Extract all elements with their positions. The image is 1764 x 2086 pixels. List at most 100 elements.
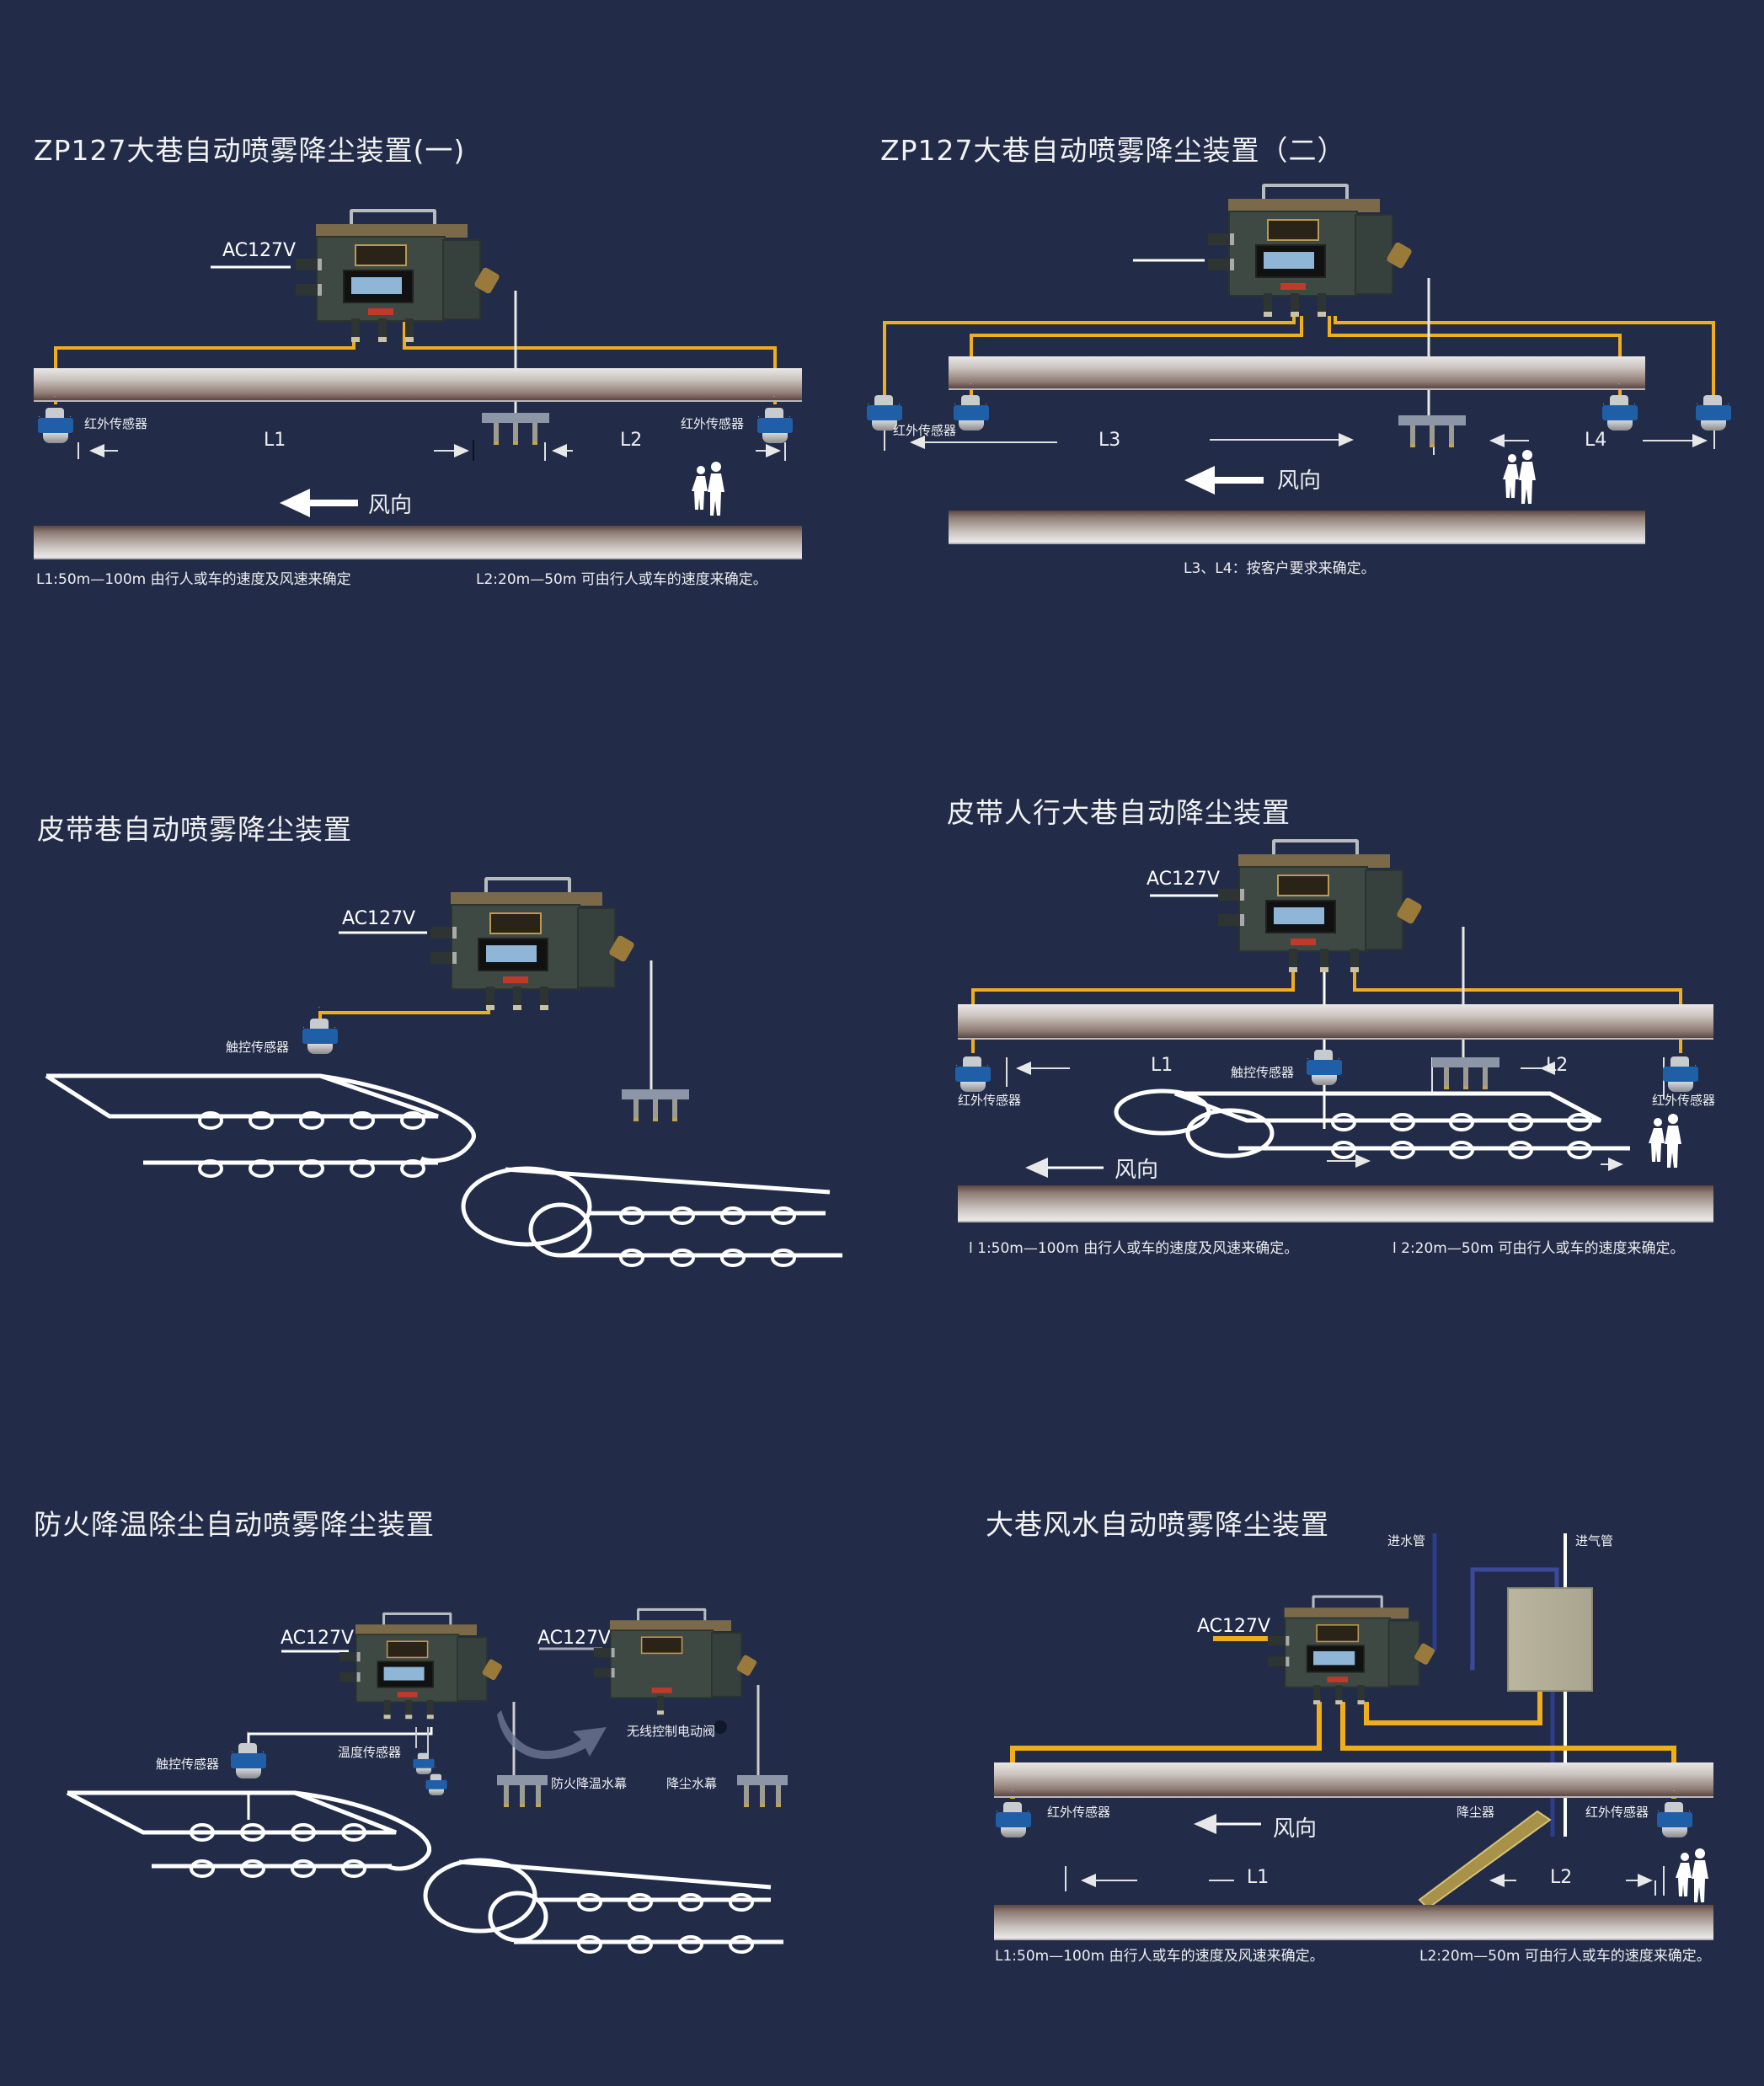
panel1-l1-label: L1 [264,430,286,451]
panel6-air-pipe-label: 进气管 [1575,1533,1614,1548]
panel2-spray-nozzle-icon [1398,415,1466,447]
panel1-pedestrians-icon [692,462,724,516]
panel5-wireless-valve-label: 无线控制电动阀 [627,1724,716,1739]
panel6-dust-device-label: 降尘器 [1457,1805,1495,1820]
panel4-note-l2: l 2:20m—50m 可由行人或车的速度来确定。 [1392,1240,1685,1257]
panel4-spray-nozzle-icon [1432,1057,1499,1089]
panel6-infrared-sensor-right-icon [1655,1790,1694,1843]
panel1-infrared-sensor-left-icon [36,396,75,448]
panel6-dimension-arrows [1065,1866,1665,1896]
panel4-note-l1: l 1:50m—100m 由行人或车的速度及风速来确定。 [969,1240,1299,1257]
panel5-temp-sensor-icon [412,1746,436,1777]
panel4-lower-tunnel-pipe [958,1185,1713,1222]
panel2-wind-label: 风向 [1277,468,1322,494]
panel5-power-label-2: AC127V [537,1628,612,1649]
panel4-infrared-sensor-left-icon [954,1045,992,1097]
panel4-conveyor-drawing [1114,1088,1630,1158]
panel5-conveyor-drawing [66,1790,783,1944]
panel3-touch-sensor-icon [301,1007,339,1059]
panel3-power-label: AC127V [342,908,416,929]
panel3-wire [318,994,490,1028]
panel6-pedestrians-icon [1676,1848,1708,1902]
panel6-lower-tunnel-pipe [994,1905,1713,1940]
panel5-wireless-valve-device [590,1607,765,1715]
panel1-spray-nozzle-icon [482,413,549,445]
panel4-sensor-right-label: 红外传感器 [1652,1093,1716,1108]
panel5-dust-curtain-nozzle-icon [737,1775,788,1807]
panel1-sensor-left-label: 红外传感器 [84,416,148,431]
panel6-sensor-left-label: 红外传感器 [1047,1805,1111,1820]
panel2-infrared-sensor-icon [1694,383,1733,436]
panel5-temp-sensor-icon [425,1767,448,1798]
panel4-touch-sensor-icon [1305,1038,1344,1090]
panel4-l1-label: L1 [1151,1055,1173,1076]
panel2-l3-label: L3 [1098,430,1121,451]
panel3-spray-nozzle-icon [622,1089,689,1121]
panel5-dust-curtain-label: 降尘水幕 [666,1776,718,1791]
panel5-title: 防火降温除尘自动喷雾降尘装置 [34,1508,435,1541]
panel4-pedestrians-icon [1649,1114,1681,1168]
panel5-valve-dot-icon [714,1720,727,1734]
panel6-l2-label: L2 [1550,1867,1573,1888]
panel2-upper-tunnel-pipe [949,356,1645,390]
panel6-title: 大巷风水自动喷雾降尘装置 [986,1508,1329,1541]
panel6-control-cabinet [1507,1587,1593,1692]
panel2-note: L3、L4：按客户要求来确定。 [1184,560,1376,577]
panel4-touch-sensor-label: 触控传感器 [1231,1065,1295,1080]
panel3-touch-sensor-label: 触控传感器 [226,1040,290,1055]
panel2-title: ZP127大巷自动喷雾降尘装置（二） [880,134,1346,167]
panel1-controller-device [291,209,510,342]
panel1-note-l2: L2:20m—50m 可由行人或车的速度来确定。 [476,571,767,588]
panel6-l1-label: L1 [1247,1867,1270,1888]
panel4-wind-label: 风向 [1115,1158,1159,1183]
panel5-transfer-arrow-icon [497,1710,607,1759]
panel1-power-label: AC127V [222,240,297,261]
panel1-upper-tunnel-pipe [34,368,802,402]
panel1-lower-tunnel-pipe [34,526,802,559]
panel2-l4-label: L4 [1585,430,1607,451]
panel4-upper-tunnel-pipe [958,1004,1713,1040]
panel2-controller-device [1203,184,1422,317]
panel5-fire-curtain-nozzle-icon [497,1775,548,1807]
panel2-sensor-label: 红外传感器 [893,423,957,438]
panel5-controller-device [335,1612,510,1720]
panel6-note-l1: L1:50m—100m 由行人或车的速度及风速来确定。 [995,1948,1324,1965]
panel4-controller-device [1213,839,1432,972]
panel3-title: 皮带巷自动喷雾降尘装置 [37,813,352,846]
panel2-wind-arrow-icon [1184,466,1264,495]
panel6-wind-label: 风向 [1273,1816,1318,1842]
panel6-water-pipe-label: 进水管 [1387,1533,1426,1548]
panel3-conveyor-drawing [45,1073,842,1258]
panel4-sensor-left-label: 红外传感器 [958,1093,1022,1108]
panel5-touch-sensor-icon [229,1731,268,1784]
panel1-wind-label: 风向 [368,493,413,518]
panel2-infrared-sensor-icon [952,383,991,436]
panel1-note-l1: L1:50m—100m 由行人或车的速度及风速来确定 [36,571,351,588]
panel6-dust-device-bar [1418,1810,1552,1910]
panel6-note-l2: L2:20m—50m 可由行人或车的速度来确定。 [1419,1948,1711,1965]
panel6-controller-device [1264,1595,1443,1705]
panel4-l2-label: L2 [1546,1055,1569,1076]
panel6-upper-tunnel-pipe [994,1762,1713,1798]
panel6-power-label: AC127V [1197,1616,1271,1637]
panel5-temp-sensor-label: 温度传感器 [338,1745,402,1760]
panel4-title: 皮带人行大巷自动降尘装置 [947,796,1291,829]
panel4-infrared-sensor-right-icon [1661,1045,1700,1097]
panel5-touch-sensor-label: 触控传感器 [156,1757,220,1772]
panel2-infrared-sensor-icon [865,383,904,436]
panel1-dimension-arrows [78,440,786,461]
panel1-l2-label: L2 [620,430,643,451]
panel4-power-label: AC127V [1147,869,1221,890]
panel1-sensor-right-label: 红外传感器 [681,416,745,431]
panel5-power-label-1: AC127V [281,1628,355,1649]
panel1-wind-arrow-icon [280,489,358,517]
panel2-infrared-sensor-icon [1601,383,1639,436]
panel5-fire-curtain-label: 防火降温水幕 [551,1776,628,1791]
panel1-infrared-sensor-right-icon [756,396,794,448]
panel2-lower-tunnel-pipe [949,511,1645,544]
panel3-rollers [198,1111,796,1267]
panel6-infrared-sensor-left-icon [994,1790,1033,1843]
panel6-sensor-right-label: 红外传感器 [1585,1805,1649,1820]
panel1-title: ZP127大巷自动喷雾降尘装置(一) [34,134,466,167]
